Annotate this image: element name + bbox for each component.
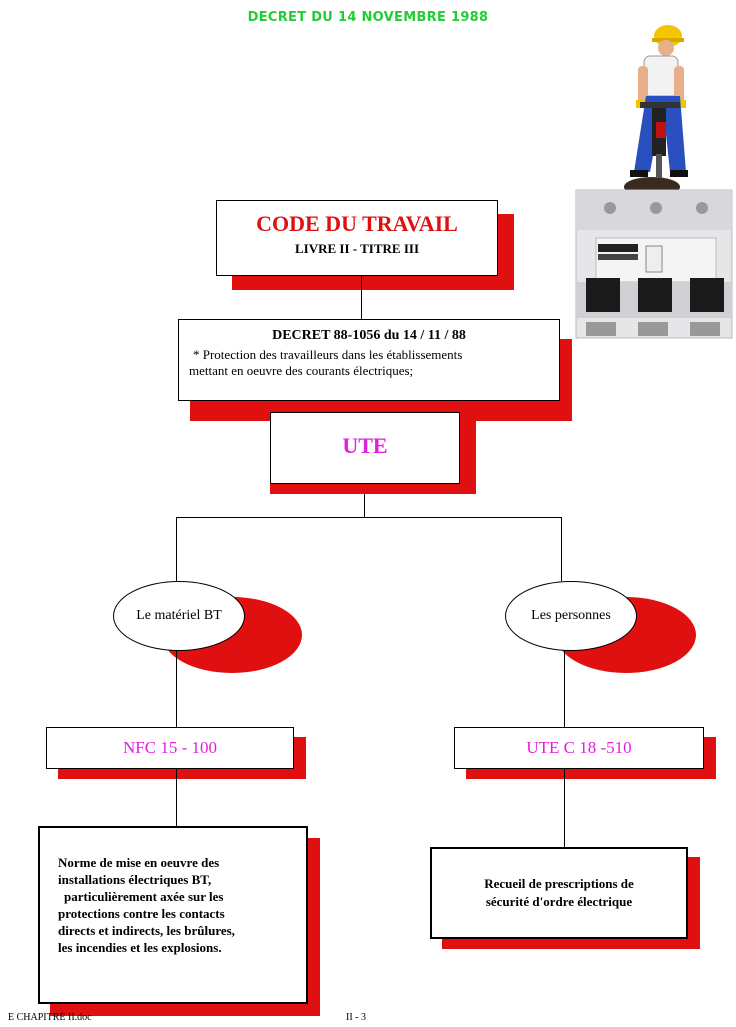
personnes-oval: Les personnes	[505, 581, 637, 651]
description-line: installations électriques BT,	[58, 872, 212, 887]
decret-line1: * Protection des travailleurs dans les é…	[193, 347, 463, 362]
ute-c-description-box: Recueil de prescriptions de sécurité d'o…	[430, 847, 688, 939]
connector-line	[176, 769, 177, 826]
description-line: Norme de mise en oeuvre des	[58, 855, 220, 870]
ute-label: UTE	[342, 433, 388, 458]
description-line: particulièrement axée sur les	[64, 889, 224, 904]
description-line: directs et indirects, les brûlures,	[58, 923, 235, 938]
decret-line2: mettant en oeuvre des courants électriqu…	[189, 363, 414, 378]
ute-c-label: UTE C 18 -510	[526, 738, 632, 757]
footer-page-number: II - 3	[346, 1012, 366, 1023]
materiel-bt-oval: Le matériel BT	[113, 581, 245, 651]
description-line: protections contre les contacts	[58, 906, 225, 921]
ute-c-description: Recueil de prescriptions de sécurité d'o…	[432, 875, 686, 911]
circuit-breaker-icon	[575, 189, 733, 339]
connector-line	[361, 276, 362, 320]
nfc-description: Norme de mise en oeuvre des installation…	[58, 854, 306, 956]
ute-c-18-510-box: UTE C 18 -510	[454, 727, 704, 769]
decret-box: DECRET 88-1056 du 14 / 11 / 88 * Protect…	[178, 319, 560, 401]
code-subtitle: LIVRE II - TITRE III	[294, 241, 420, 256]
connector-line	[564, 769, 565, 847]
nfc-label: NFC 15 - 100	[123, 738, 217, 757]
ute-box: UTE	[270, 412, 460, 484]
nfc-15-100-box: NFC 15 - 100	[46, 727, 294, 769]
ute-shadow	[270, 484, 476, 494]
code-title: CODE DU TRAVAIL	[256, 211, 458, 236]
connector-line	[176, 650, 177, 727]
description-line: les incendies et les explosions.	[58, 940, 222, 955]
footer-filename: E CHAPITRE II.doc	[8, 1012, 92, 1023]
connector-line	[176, 517, 177, 581]
decret-title: DECRET 88-1056 du 14 / 11 / 88	[272, 328, 466, 343]
description-line: Recueil de prescriptions de	[484, 876, 634, 891]
description-line: sécurité d'ordre électrique	[485, 894, 633, 909]
worker-jackhammer-icon	[624, 25, 688, 197]
nfc-description-box: Norme de mise en oeuvre des installation…	[38, 826, 308, 1004]
code-du-travail-box: CODE DU TRAVAIL LIVRE II - TITRE III	[216, 200, 498, 276]
connector-line	[561, 517, 562, 581]
page-title: DECRET DU 14 NOVEMBRE 1988	[247, 10, 489, 25]
connector-line	[564, 650, 565, 727]
ute-shadow	[460, 420, 476, 494]
connector-line	[364, 494, 365, 518]
connector-line	[176, 517, 562, 518]
